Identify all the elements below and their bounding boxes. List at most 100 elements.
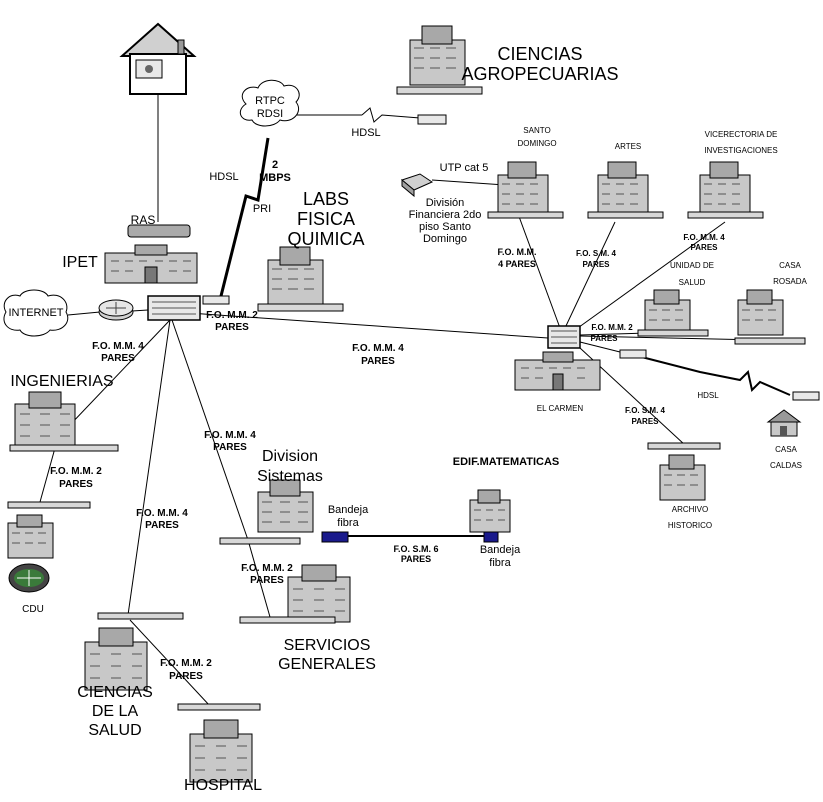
switch-servicios-icon xyxy=(239,616,336,624)
rtpc-cloud-icon xyxy=(239,79,300,127)
label-hdsl-top: HDSL xyxy=(351,127,380,139)
ras-device-icon xyxy=(127,224,191,238)
label-cdu: CDU xyxy=(22,604,44,615)
hdsl-modem-top-icon xyxy=(417,114,447,125)
cdu-building-icon xyxy=(7,514,54,559)
ciencias-salud-building-icon xyxy=(84,627,148,691)
switch-labs-icon xyxy=(257,303,344,312)
ipet-hub-icon xyxy=(147,295,230,321)
label-el-carmen: EL CARMEN xyxy=(537,404,584,413)
link-pri-zigzag xyxy=(218,137,270,301)
hospital-building-icon xyxy=(189,719,253,783)
switch-hospital-icon xyxy=(177,703,261,711)
switch-unidad-icon xyxy=(637,329,709,337)
servicios-building-icon xyxy=(287,564,351,623)
el-carmen-hub-icon xyxy=(547,325,581,349)
label-artes: ARTES xyxy=(615,142,642,151)
label-internet: INTERNET xyxy=(9,307,64,319)
switches xyxy=(7,86,806,711)
label-hdsl-left: HDSL xyxy=(209,171,238,183)
division-sistemas-building-icon xyxy=(257,479,314,533)
label-pri: PRI xyxy=(253,203,271,215)
label-edif-matematicas: EDIF.MATEMATICAS xyxy=(453,456,560,468)
label-hdsl-right: HDSL xyxy=(697,391,719,400)
label-ras: RAS xyxy=(131,213,156,227)
edif-matematicas-building-icon xyxy=(469,489,511,533)
label-hospital: HOSPITAL xyxy=(184,777,262,794)
bandeja-fibra-right-icon xyxy=(483,531,499,543)
switch-agro-icon xyxy=(396,86,483,95)
label-fomm4-sd: F.O. M.M.4 PARES xyxy=(498,247,537,269)
link-router-hub xyxy=(131,309,149,312)
artes-building-icon xyxy=(597,161,649,216)
bandeja-fibra-left-icon xyxy=(321,531,349,543)
casa-rosada-building-icon xyxy=(737,289,784,336)
switch-ingenierias-icon xyxy=(9,444,119,452)
link-hdsl-zigzag-right xyxy=(629,353,791,396)
switch-vic-icon xyxy=(687,211,764,219)
santo-domingo-building-icon xyxy=(497,161,549,216)
stadium-icon xyxy=(8,563,50,593)
link-salud-hosp xyxy=(129,619,211,707)
link-hub-salud xyxy=(127,319,171,616)
archivo-building-icon xyxy=(659,454,706,501)
internet-cloud-icon xyxy=(3,289,69,337)
link-ing-cdu xyxy=(39,447,56,503)
link-carmen-artes xyxy=(564,221,616,329)
link-carmen-vic xyxy=(574,221,726,331)
label-ipet: IPET xyxy=(62,254,98,271)
link-divsis-serv xyxy=(247,539,271,618)
link-carmen-rosada xyxy=(579,335,761,341)
link-internet-router xyxy=(67,311,101,316)
switch-archivo-icon xyxy=(647,442,721,450)
labs-building-icon xyxy=(267,246,324,306)
link-hub-divsis xyxy=(171,319,249,541)
ipet-building-icon xyxy=(104,244,198,284)
switch-artes-icon xyxy=(587,211,664,219)
switch-divsis-icon xyxy=(219,537,301,545)
switch-cdu-icon xyxy=(7,501,91,509)
link-hdsl-zigzag-top xyxy=(361,107,421,123)
hdsl-modem-carmen-icon xyxy=(619,349,647,359)
unidad-salud-building-icon xyxy=(644,289,691,336)
el-carmen-building-icon xyxy=(514,351,601,391)
switch-rosada-icon xyxy=(734,337,806,345)
ingenierias-building-icon xyxy=(14,391,76,450)
link-ipet-carmen xyxy=(174,311,549,339)
link-utp xyxy=(431,179,506,186)
label-ingenierias: INGENIERIAS xyxy=(10,373,113,390)
router-icon xyxy=(98,299,134,321)
house-icon xyxy=(119,22,197,95)
utp-device-icon xyxy=(400,173,434,198)
hdsl-modem-caldas-icon xyxy=(792,391,820,401)
casa-caldas-house-icon xyxy=(766,409,802,437)
switch-salud-icon xyxy=(97,612,184,620)
label-utp: UTP cat 5 xyxy=(440,162,489,174)
